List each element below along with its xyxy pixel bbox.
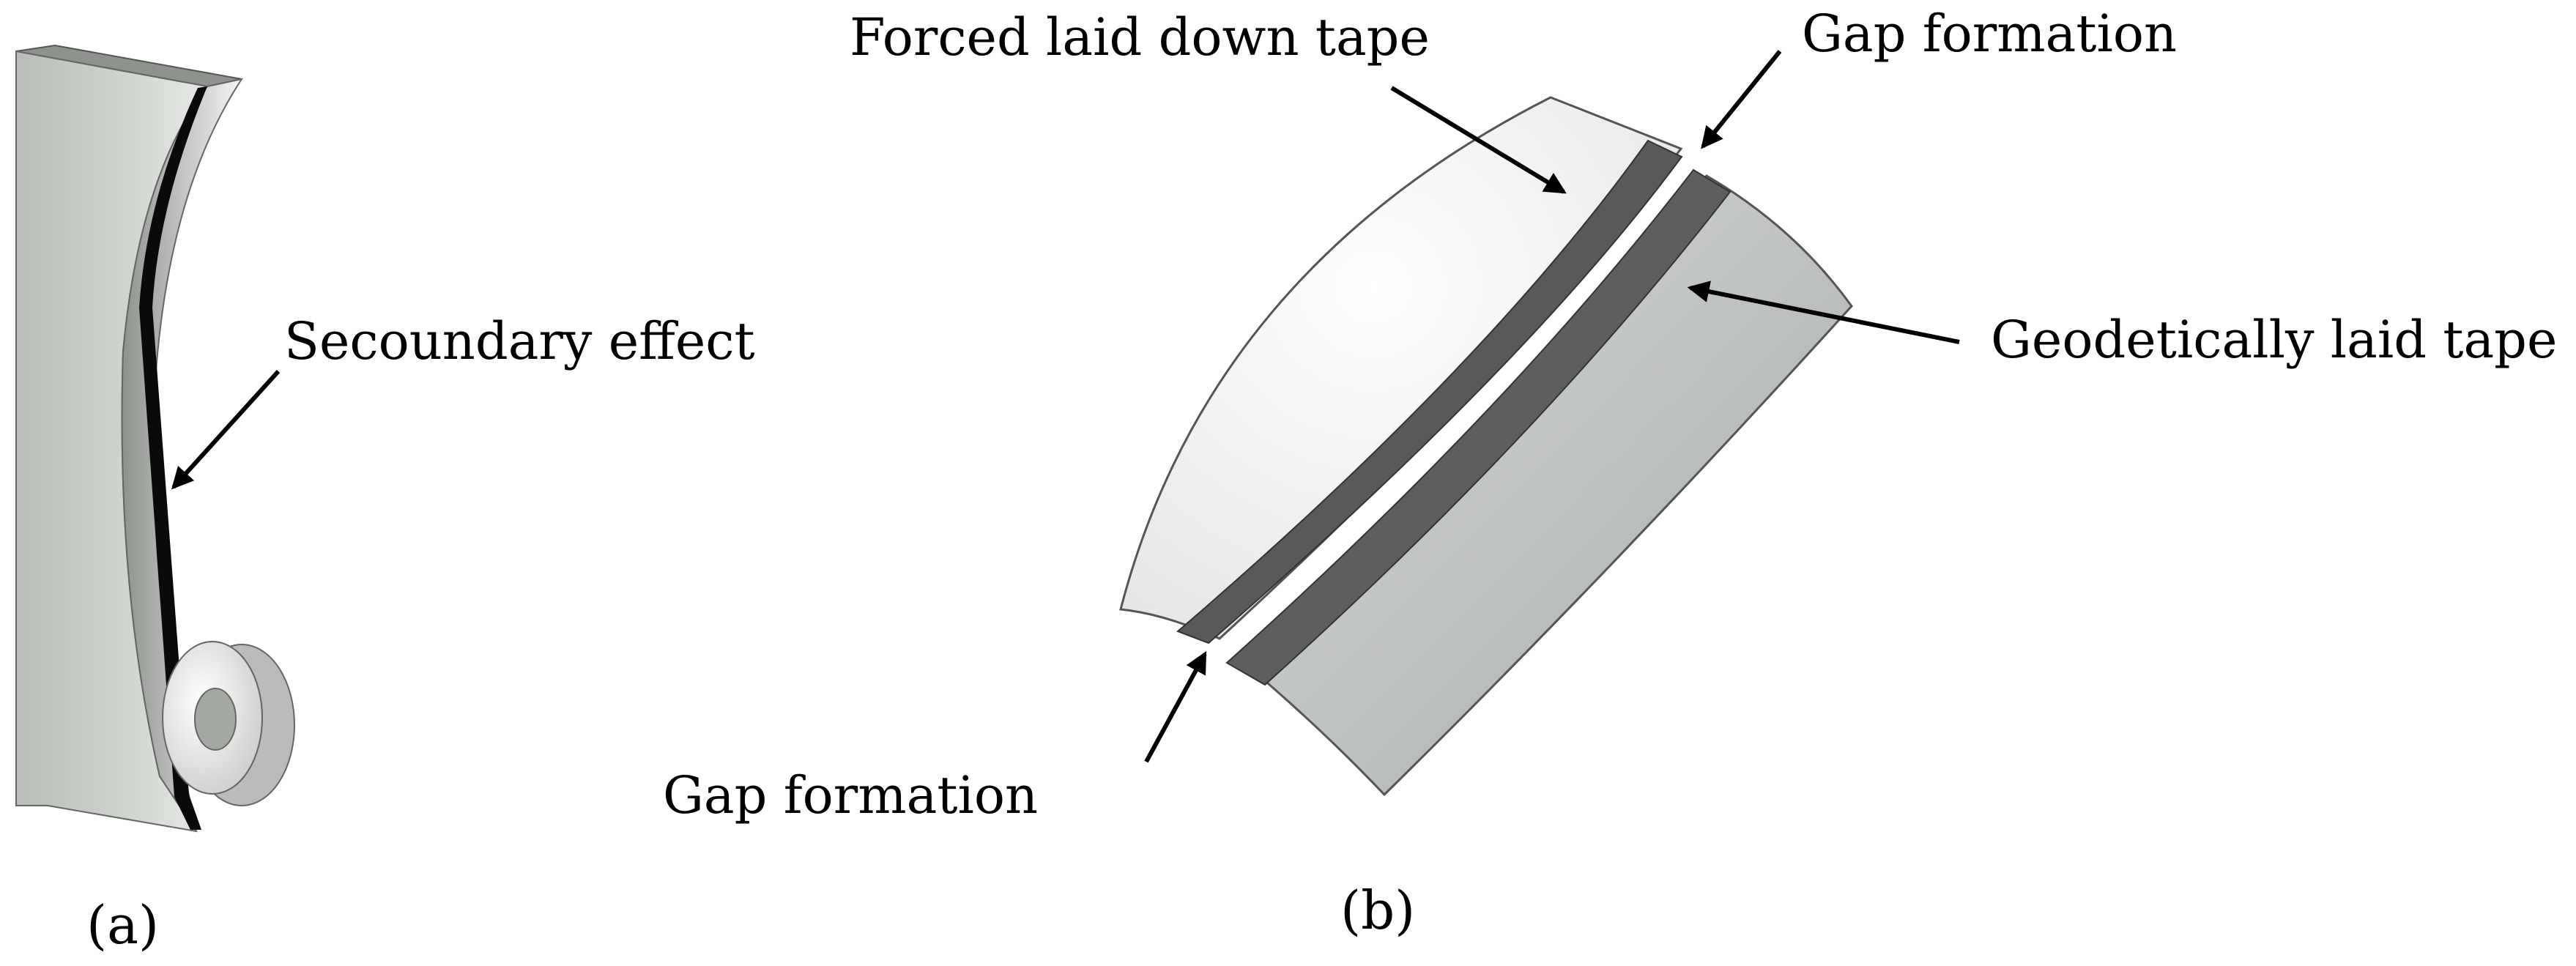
forced-tape-arrow — [1390, 86, 1567, 194]
gap-top-arrow — [1701, 50, 1782, 149]
geodetic-tape-label: Geodetically laid tape — [1991, 310, 2557, 370]
gap-bottom-label: Gap formation — [663, 765, 1038, 825]
geodetic-tape-arrow — [1687, 280, 1960, 344]
gap-top-label: Gap formation — [1802, 4, 2177, 64]
roller — [162, 641, 295, 806]
panel-a: Secoundary effect (a) — [15, 44, 755, 956]
panel-b: Forced laid down tape Gap formation Geod… — [663, 4, 2557, 941]
panel-a-label: (a) — [86, 894, 159, 956]
secondary-effect-label: Secoundary effect — [284, 311, 755, 371]
panel-b-label: (b) — [1340, 880, 1415, 941]
secondary-effect-arrow — [171, 369, 281, 490]
forced-tape-label: Forced laid down tape — [850, 7, 1430, 67]
geodetically-laid-tape — [1225, 168, 1731, 686]
gap-bottom-arrow — [1144, 651, 1207, 763]
forced-laid-tape — [1176, 139, 1683, 644]
